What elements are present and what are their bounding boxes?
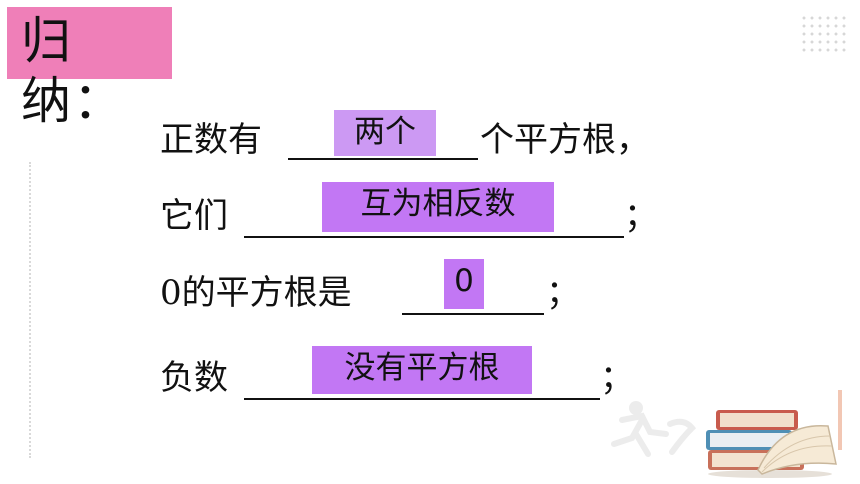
line-3-before: 0的平方根是	[160, 273, 352, 313]
statement-line-4: 负数 没有平方根 ；	[160, 346, 680, 400]
page-title: 归纳：	[21, 12, 125, 130]
line-3-blank	[402, 313, 544, 315]
line-1-answer: 两个	[334, 110, 436, 156]
line-2-blank	[244, 236, 624, 238]
line-1-before: 正数有	[160, 120, 262, 160]
statement-line-2: 它们 互为相反数 ；	[160, 182, 680, 238]
line-1-after: 个平方根，	[480, 120, 650, 160]
line-3-after: ；	[546, 273, 580, 313]
line-2-answer: 互为相反数	[322, 182, 554, 232]
line-4-after: ；	[600, 358, 634, 398]
line-3-answer: 0	[444, 259, 484, 309]
pencil-decoration	[838, 390, 842, 450]
line-4-blank	[244, 398, 600, 400]
line-2-after: ；	[624, 196, 658, 236]
runner-watermark-icon	[592, 398, 702, 460]
statement-line-1: 正数有 两个 个平方根，	[160, 110, 680, 162]
dotted-divider	[29, 162, 31, 458]
line-1-blank	[288, 158, 478, 160]
line-4-answer: 没有平方根	[312, 346, 532, 394]
line-4-before: 负数	[160, 358, 228, 398]
statement-line-3: 0的平方根是 0 ；	[160, 259, 680, 315]
title-banner: 归纳：	[7, 7, 172, 130]
line-2-before: 它们	[160, 196, 228, 236]
dot-grid-decoration	[800, 14, 846, 56]
books-stack-icon	[700, 392, 840, 478]
